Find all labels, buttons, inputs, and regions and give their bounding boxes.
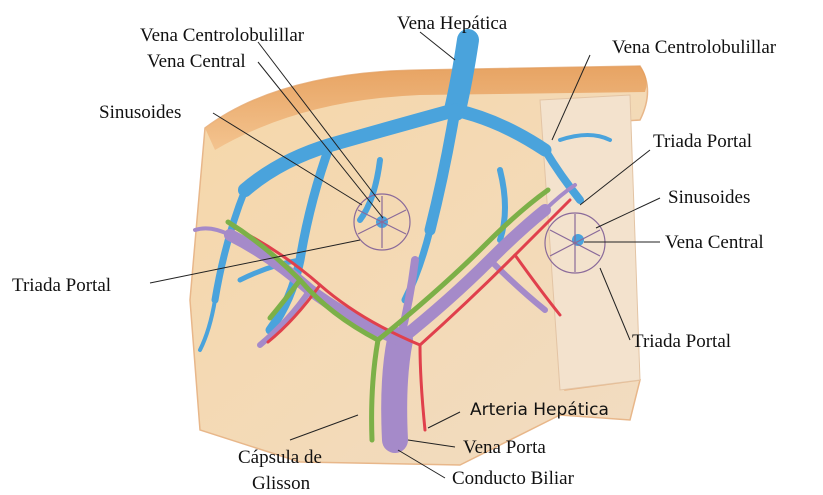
label-sinusoides-left: Sinusoides [99, 103, 181, 122]
label-triada-portal-right-top: Triada Portal [653, 132, 752, 151]
label-sinusoides-right: Sinusoides [668, 188, 750, 207]
label-conducto-biliar: Conducto Biliar [452, 469, 574, 488]
label-arteria-hepatica: Arteria Hepática [470, 402, 609, 419]
label-vena-hepatica: Vena Hepática [397, 14, 507, 33]
label-vena-centrolobulillar-right: Vena Centrolobulillar [612, 38, 776, 57]
label-vena-central-right: Vena Central [665, 233, 764, 252]
label-triada-portal-left: Triada Portal [12, 276, 111, 295]
label-vena-central-left: Vena Central [147, 52, 246, 71]
label-vena-centrolobulillar-left: Vena Centrolobulillar [140, 26, 304, 45]
label-triada-portal-right-bottom: Triada Portal [632, 332, 731, 351]
label-capsula-de: Cápsula de [238, 448, 322, 467]
label-glisson: Glisson [252, 474, 310, 493]
label-vena-porta: Vena Porta [463, 438, 546, 457]
